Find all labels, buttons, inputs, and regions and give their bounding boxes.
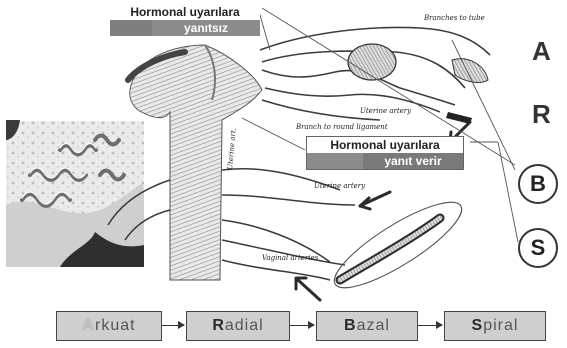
label-uterine-artery-low: Uterine artery [314,182,366,190]
flow-box-arkuat: Arkuat [56,311,162,341]
callout-unresponsive: Hormonal uyarılara yanıtsız [110,4,260,36]
flow-spiral-initial: S [472,317,484,335]
callout-responsive-line2: yanıt verir [363,153,463,169]
micrograph-inset [6,120,144,267]
flow-arrow-1 [162,325,184,326]
callout-responsive: Hormonal uyarılara yanıt verir [306,136,464,170]
flow-arkuat-initial: A [82,317,95,335]
flow-arrow-3 [418,325,442,326]
label-vaginal-arteries: Vaginal arteries [262,254,319,262]
flow-box-bazal: Bazal [316,311,418,341]
label-branch-round-ligament: Branch to round ligament [295,123,388,131]
flow-arkuat-rest: rkuat [95,317,136,335]
flow-bazal-rest: azal [357,317,390,335]
side-letter-r: R [532,99,551,130]
side-letter-a: A [532,36,551,67]
flow-box-radial: Radial [186,311,290,341]
label-branches-to-tube: Branches to tube [423,14,485,22]
flow-spiral-rest: piral [483,317,518,335]
uterine-artery-segment [325,189,472,301]
callout-responsive-line1: Hormonal uyarılara [307,137,463,153]
circle-letter-s: S [518,228,558,268]
flow-arrow-2 [290,325,314,326]
flow-box-spiral: Spiral [444,311,546,341]
flow-radial-initial: R [212,317,225,335]
callout-unresponsive-line2: yanıtsız [152,20,260,36]
circle-letter-b: B [518,164,558,204]
flow-radial-rest: adial [225,317,264,335]
callout-unresponsive-line1: Hormonal uyarılara [110,4,260,20]
label-uterine-artery-top: Uterine artery [360,107,412,115]
flow-bazal-initial: B [344,317,357,335]
ovary [348,44,396,80]
label-uterine-artery-side: Uterine art. [226,128,238,170]
